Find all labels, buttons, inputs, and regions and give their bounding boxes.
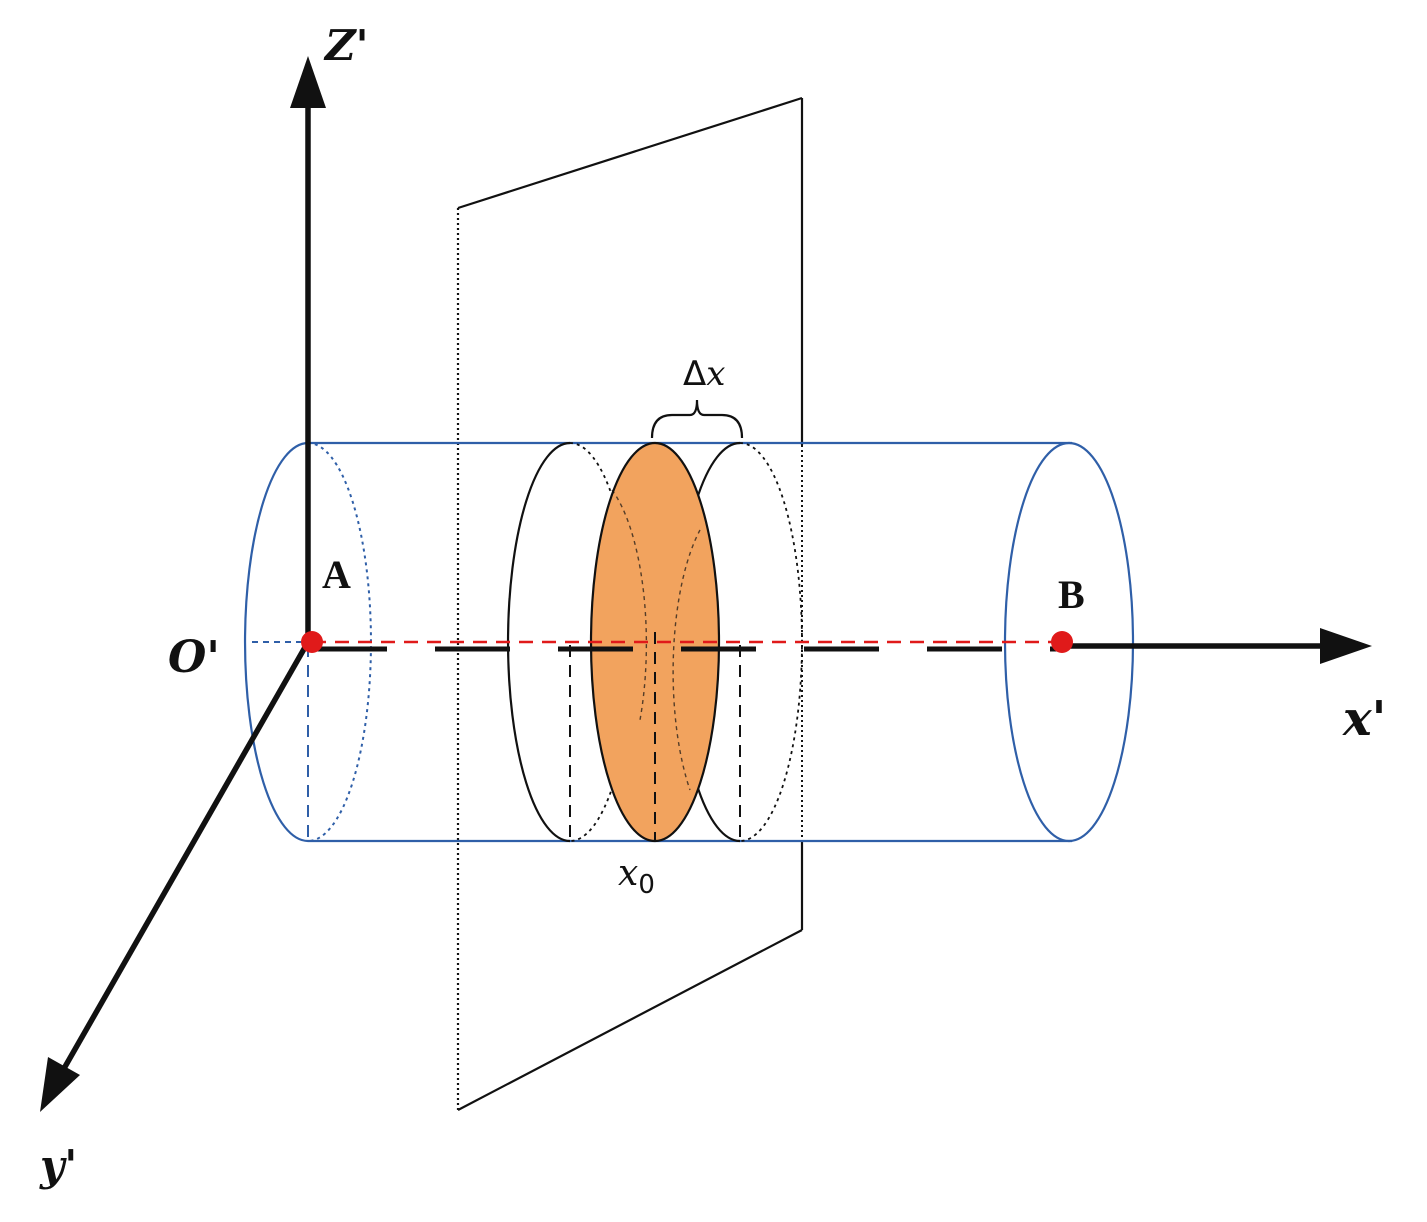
point-b-marker <box>1051 631 1073 653</box>
point-b-label: B <box>1058 572 1085 617</box>
x-axis-arrow <box>1320 628 1372 664</box>
vertical-guides <box>307 632 741 841</box>
y-axis-arrow <box>40 1057 80 1112</box>
cutting-plane <box>456 96 804 1111</box>
point-a-label: A <box>322 552 351 597</box>
x0-label: x0 <box>618 853 655 900</box>
central-axis <box>252 640 1062 652</box>
axes <box>40 56 1372 1112</box>
delta-x-label: Δx <box>683 354 725 394</box>
plane-top-edge <box>457 96 803 210</box>
origin-label: O' <box>168 632 220 683</box>
y-axis-line <box>59 640 311 1074</box>
delta-x-brace <box>650 399 744 439</box>
z-axis-arrow <box>290 56 326 108</box>
point-a-marker <box>301 631 323 653</box>
x-axis-label: x' <box>1342 691 1386 747</box>
plane-bottom-edge <box>457 929 803 1111</box>
z-axis-label: Z' <box>323 21 369 70</box>
y-axis-label: y' <box>39 1141 77 1190</box>
cylinder-left-end-front <box>243 441 309 843</box>
